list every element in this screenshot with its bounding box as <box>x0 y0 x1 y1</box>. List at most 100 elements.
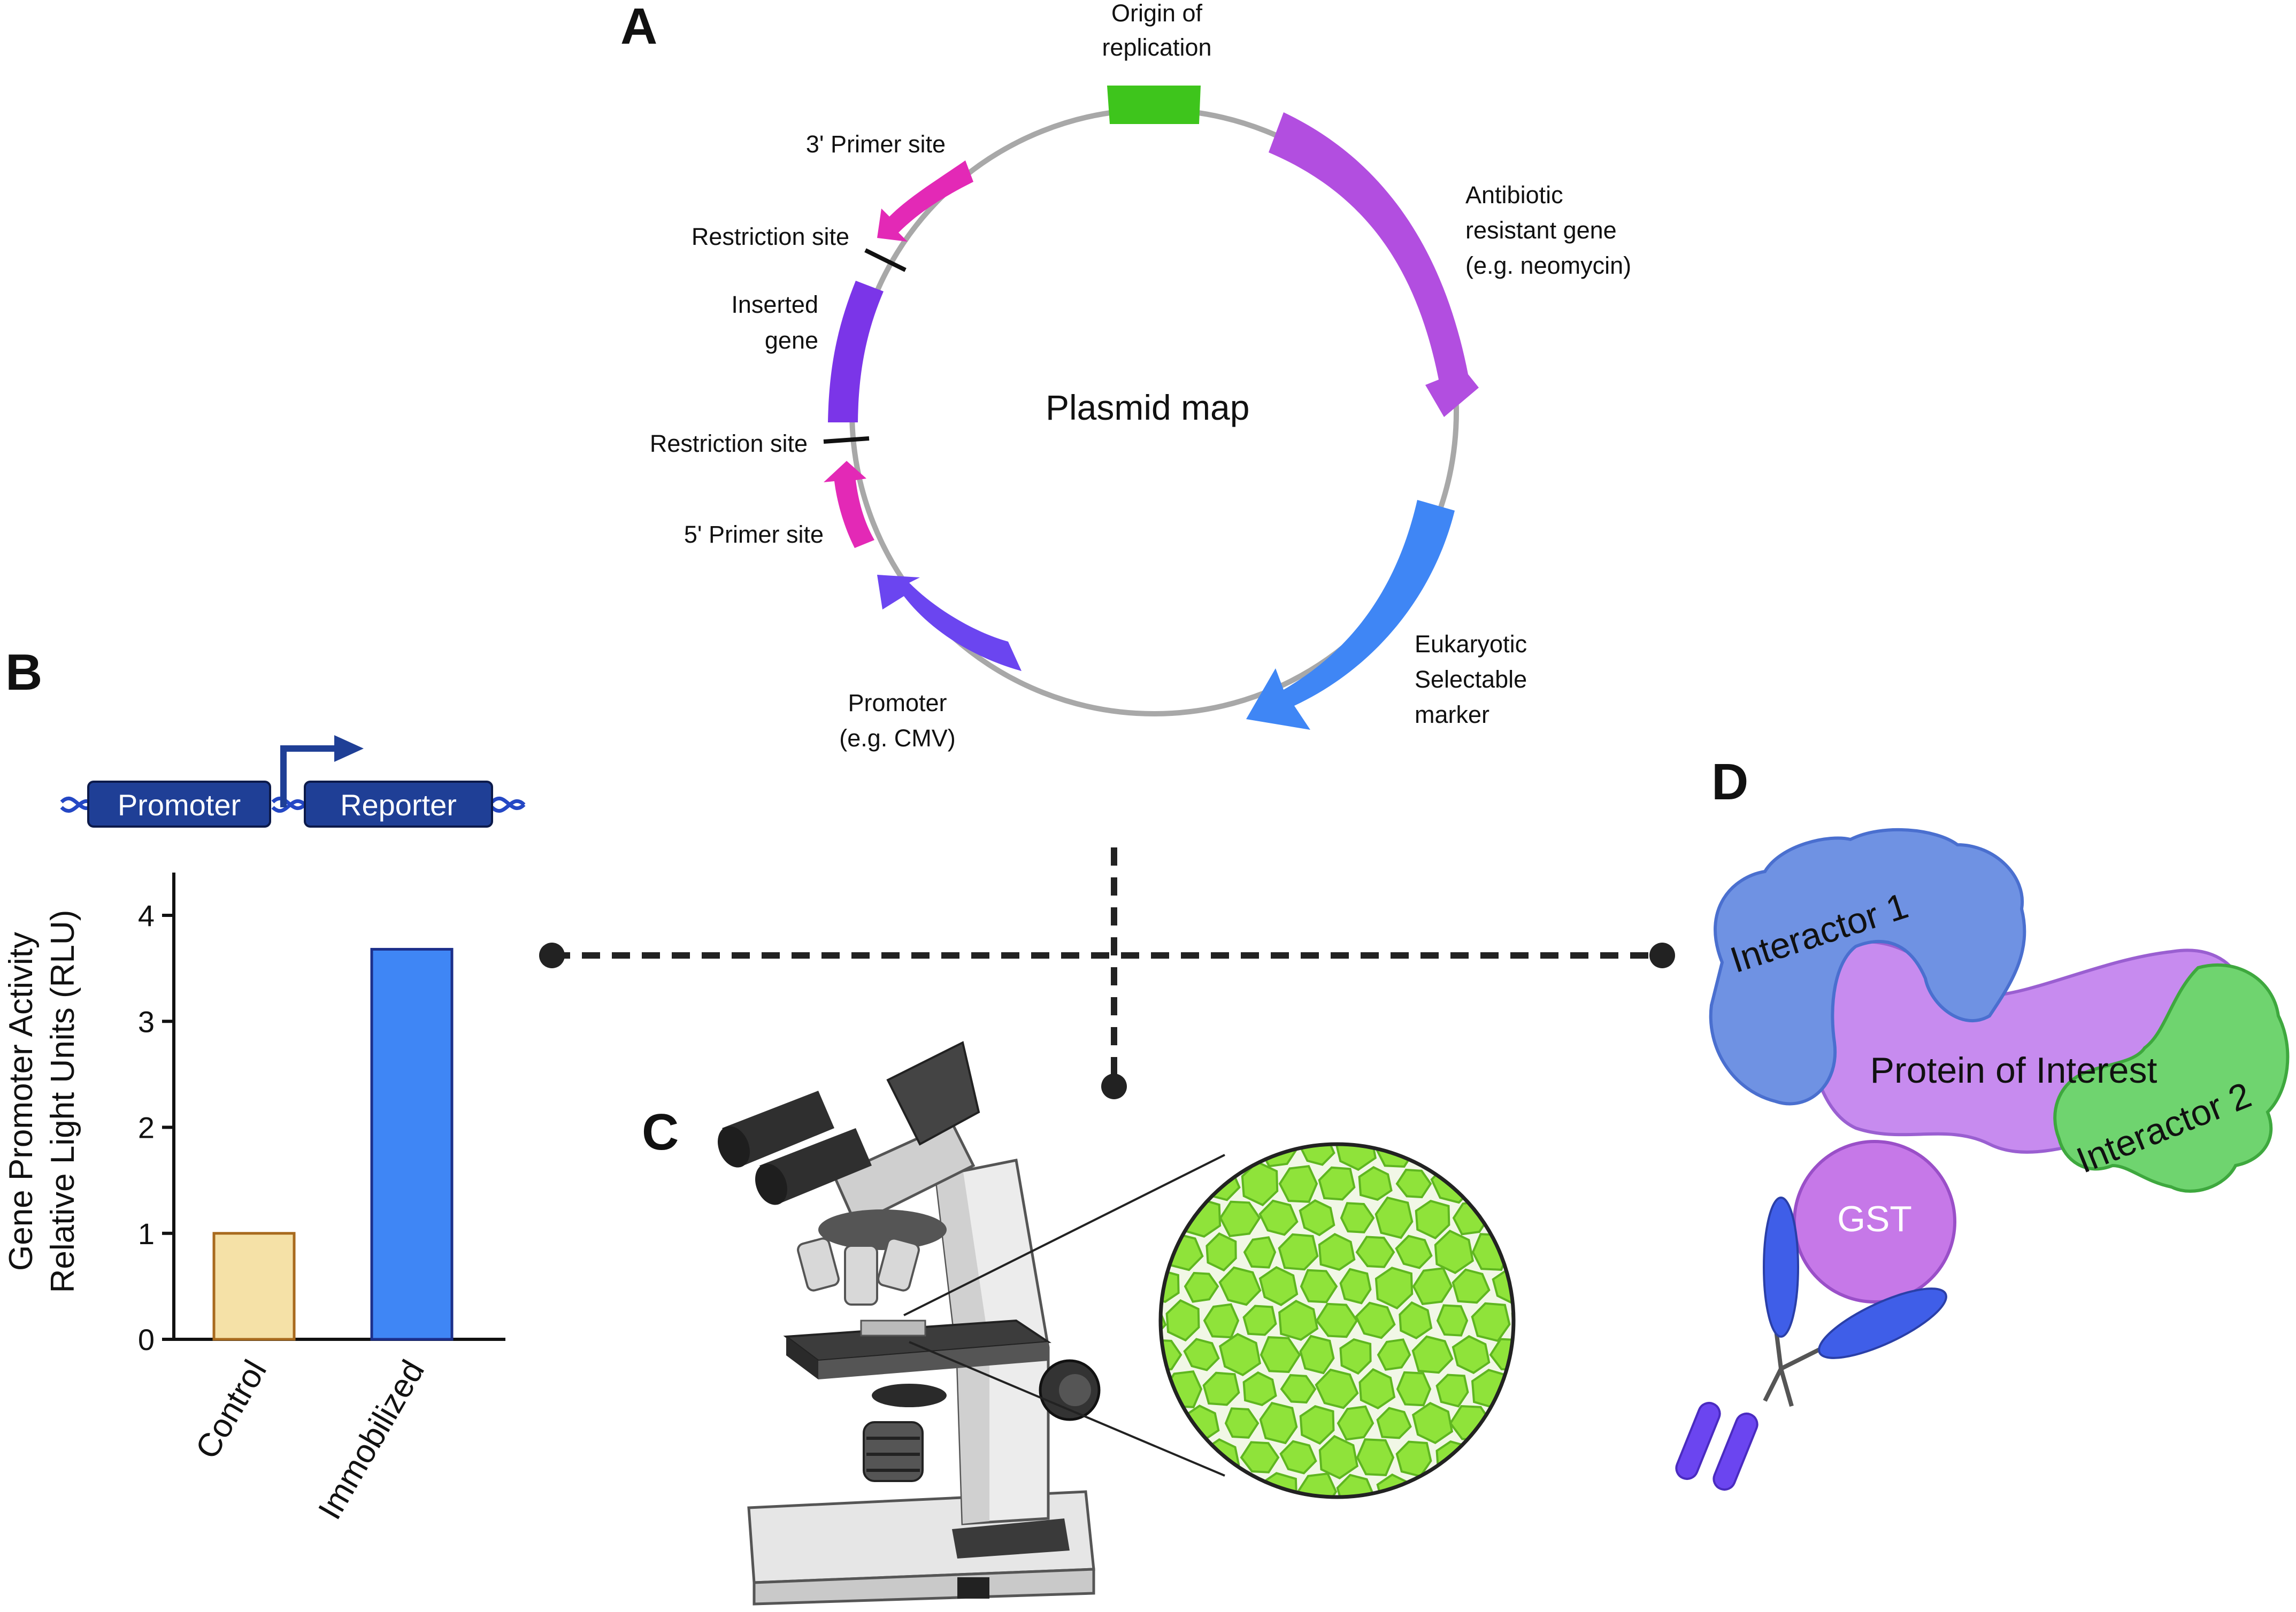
y-tick-label: 4 <box>138 899 155 932</box>
tissue-cell <box>1411 1335 1454 1374</box>
antibiotic-label-line1: Antibiotic <box>1465 181 1563 209</box>
antibiotic-label-line2: resistant gene <box>1465 217 1617 244</box>
tissue-cell <box>1161 1405 1183 1441</box>
chart-category-labels: Control Immobilized <box>188 1354 432 1526</box>
tissue-cell <box>1161 1233 1166 1270</box>
tissue-cell <box>1411 1401 1454 1445</box>
inserted-gene-segment <box>828 281 884 422</box>
tissue-cell <box>1219 1200 1261 1237</box>
tissue-cell <box>1473 1443 1509 1474</box>
tissue-cell <box>1376 1407 1412 1439</box>
restriction-site-mark-lower <box>823 436 870 444</box>
tissue-cell <box>1165 1299 1200 1342</box>
tissue-cell <box>1258 1199 1299 1236</box>
tissue-cell <box>1300 1269 1338 1304</box>
panel-letter-d: D <box>1711 753 1748 811</box>
tissue-cell <box>1531 1476 1565 1509</box>
origin-label-line1: Origin of <box>1111 0 1203 27</box>
tissue-cell <box>1161 1144 1179 1166</box>
promoter-box-label: Promoter <box>118 788 241 822</box>
tissue-cell <box>1183 1338 1220 1371</box>
panel-c: C <box>642 1041 1568 1606</box>
tissue-cell <box>1315 1368 1359 1409</box>
y-tick-label: 1 <box>138 1217 155 1251</box>
transcription-arrowhead <box>334 735 364 762</box>
tissue-cell <box>1374 1196 1414 1239</box>
reporter-box <box>304 781 493 828</box>
chart-y-label-line1: Gene Promoter Activity <box>3 932 40 1271</box>
eukaryotic-label-line3: marker <box>1415 701 1489 728</box>
tissue-cell <box>1492 1201 1514 1234</box>
tissue-cell <box>1434 1229 1475 1275</box>
promoter-label-line2: (e.g. CMV) <box>839 724 956 752</box>
tissue-cell <box>1355 1236 1395 1268</box>
zoom-line-bottom <box>909 1341 1225 1477</box>
tissue-cell <box>1414 1476 1452 1497</box>
protein-of-interest-label: Protein of Interest <box>1870 1050 2157 1091</box>
chart-bars <box>212 947 454 1341</box>
tissue-cell <box>1260 1336 1301 1374</box>
tissue-cell <box>1452 1268 1491 1304</box>
tissue-cell <box>1242 1371 1277 1406</box>
category-label-immobilized: Immobilized <box>311 1354 432 1526</box>
connector-lines <box>539 847 1675 1099</box>
tissue-cell <box>1278 1164 1318 1203</box>
tissue-cell <box>1511 1235 1514 1272</box>
tissue-cell <box>1240 1441 1280 1474</box>
tissue-cell <box>1415 1144 1450 1169</box>
tissue-cell <box>1435 1374 1469 1408</box>
tissue-cell <box>1299 1335 1335 1375</box>
tissue-cell <box>1241 1160 1279 1207</box>
panel-letter-c: C <box>642 1104 679 1161</box>
tissue-cell <box>1243 1236 1277 1269</box>
tissue-cell <box>1455 1144 1487 1170</box>
antibody-illustration <box>1675 1197 1947 1491</box>
tissue-cell <box>1355 1301 1396 1339</box>
tissue-cell <box>1358 1166 1393 1201</box>
category-label-control: Control <box>188 1354 274 1466</box>
promoter-box <box>87 781 271 828</box>
interactor-1-shape <box>1709 828 2026 1106</box>
connector-dot-right <box>1649 943 1675 968</box>
eukaryotic-label-line2: Selectable <box>1415 666 1527 693</box>
tissue-cell <box>1511 1166 1514 1201</box>
tissue-cell <box>1492 1403 1514 1443</box>
tissue-cell <box>1436 1304 1469 1337</box>
tissue-cell <box>1534 1338 1566 1371</box>
origin-label-line2: replication <box>1102 34 1211 61</box>
tissue-cell <box>1218 1332 1262 1377</box>
primer3-arrow <box>877 160 973 242</box>
tissue-cell <box>1412 1267 1453 1306</box>
panel-d: D Interactor 1 Protein of Interest Inter… <box>1675 753 2290 1491</box>
connector-dot-left <box>539 943 565 968</box>
promoter-label-line1: Promoter <box>848 689 947 716</box>
panel-letter-a: A <box>620 0 657 55</box>
tissue-cell <box>1205 1232 1237 1272</box>
tissue-cell <box>1280 1374 1317 1404</box>
tissue-cell <box>1336 1474 1375 1497</box>
restriction-upper-label: Restriction site <box>692 223 849 250</box>
tissue-cell <box>1339 1338 1372 1375</box>
reporter-box-label: Reporter <box>340 788 457 822</box>
tissue-cell <box>1337 1405 1374 1441</box>
antibiotic-resistance-arrow <box>1269 112 1479 417</box>
tissue-cell <box>1374 1267 1414 1310</box>
restriction-lower-label: Restriction site <box>650 430 808 457</box>
tissue-cell <box>1224 1407 1260 1439</box>
tissue-cell <box>1340 1202 1375 1233</box>
tissue-cell <box>1299 1199 1335 1237</box>
interactor-2-shape <box>2053 963 2290 1193</box>
tissue-cell <box>1203 1303 1240 1339</box>
zoom-line-top <box>903 1154 1225 1316</box>
promoter-arrow <box>877 575 1022 671</box>
tissue-cell <box>1474 1162 1511 1205</box>
tissue-cell <box>1415 1200 1450 1240</box>
tissue-cell <box>1492 1144 1514 1166</box>
tissue-cell <box>1278 1233 1319 1271</box>
tissue-cell <box>1529 1131 1568 1167</box>
microscope-illustration <box>718 1041 1101 1606</box>
